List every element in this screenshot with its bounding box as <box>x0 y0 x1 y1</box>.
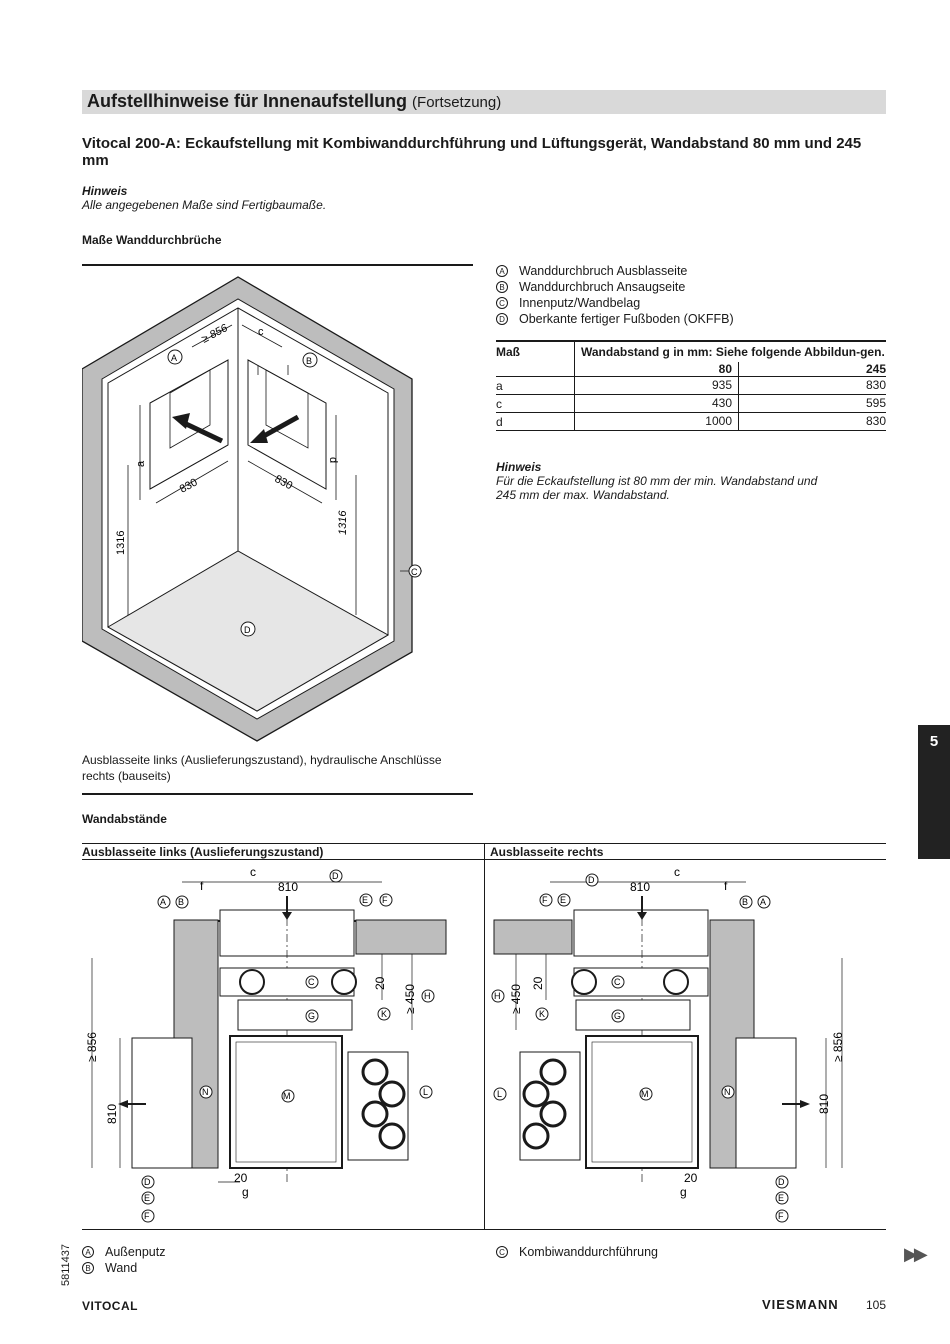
plan-right-title: Ausblasseite rechts <box>490 845 604 859</box>
table-row: a 935 830 <box>496 377 886 395</box>
page-number: 105 <box>866 1298 887 1312</box>
svg-text:D: D <box>332 871 339 881</box>
svg-text:L: L <box>423 1087 428 1097</box>
svg-text:810: 810 <box>105 1104 119 1124</box>
svg-text:D: D <box>144 1177 151 1187</box>
header-bar <box>82 90 886 114</box>
svg-text:D: D <box>778 1177 785 1187</box>
table-row: d 1000 830 <box>496 413 886 431</box>
svg-text:L: L <box>497 1089 502 1099</box>
chapter-tab: 5 <box>918 725 950 859</box>
brand-vitocal: VITOCAL <box>82 1299 138 1313</box>
table-row: c 430 595 <box>496 395 886 413</box>
svg-text:M: M <box>283 1091 291 1101</box>
svg-text:≥ 856: ≥ 856 <box>831 1032 845 1062</box>
note-2: Hinweis Für die Eckaufstellung ist 80 mm… <box>496 460 818 502</box>
svg-text:B: B <box>178 897 184 907</box>
plan-right-drawing: c f 810 ≥ 856 810 20 ≥ 450 20 g B A D F … <box>491 865 845 1223</box>
figure-caption: Ausblasseite links (Auslieferungszustand… <box>82 753 442 783</box>
svg-text:f: f <box>724 879 728 893</box>
svg-text:F: F <box>778 1211 784 1221</box>
divider <box>82 264 473 266</box>
svg-text:E: E <box>778 1193 784 1203</box>
svg-text:g: g <box>680 1185 687 1199</box>
svg-text:F: F <box>382 895 388 905</box>
dim-c: c <box>258 326 264 338</box>
dim-1316-right: 1316 <box>337 510 349 535</box>
svg-text:≥ 856: ≥ 856 <box>85 1032 99 1062</box>
svg-text:H: H <box>424 991 431 1001</box>
label-B: B <box>306 356 312 366</box>
svg-text:20: 20 <box>234 1171 248 1185</box>
dimensions-table: Maß Wandabstand g in mm: Siehe folgende … <box>496 340 886 431</box>
svg-text:E: E <box>144 1193 150 1203</box>
svg-text:N: N <box>202 1087 209 1097</box>
svg-text:20: 20 <box>373 976 387 990</box>
svg-text:c: c <box>674 865 680 879</box>
label-A: A <box>171 353 177 363</box>
section-title: Vitocal 200-A: Eckaufstellung mit Kombiw… <box>82 135 862 169</box>
svg-text:H: H <box>494 991 501 1001</box>
svg-text:F: F <box>542 895 548 905</box>
svg-text:810: 810 <box>630 880 650 894</box>
svg-text:f: f <box>200 879 204 893</box>
page-title: Aufstellhinweise für Innenaufstellung (F… <box>87 91 502 111</box>
svg-text:G: G <box>614 1011 621 1021</box>
viessmann-logo: VIESMANN <box>762 1297 839 1312</box>
svg-text:≥ 450: ≥ 450 <box>403 984 417 1014</box>
svg-text:D: D <box>588 875 595 885</box>
dim-a: a <box>135 460 147 467</box>
note-1: Hinweis Alle angegebenen Maße sind Ferti… <box>82 184 327 212</box>
svg-text:C: C <box>614 977 621 987</box>
label-C: C <box>411 567 418 577</box>
svg-text:20: 20 <box>531 976 545 990</box>
dim-1316-left: 1316 <box>115 531 127 555</box>
svg-text:E: E <box>560 895 566 905</box>
next-page-arrows-icon: ▶▶ <box>904 1244 928 1264</box>
svg-text:810: 810 <box>278 880 298 894</box>
svg-text:K: K <box>381 1009 387 1019</box>
svg-text:M: M <box>641 1089 649 1099</box>
divider <box>82 793 473 795</box>
svg-text:E: E <box>362 895 368 905</box>
dim-d: d <box>327 457 339 463</box>
plan-left-title: Ausblasseite links (Auslieferungszustand… <box>82 845 324 859</box>
svg-text:A: A <box>760 897 766 907</box>
svg-text:A: A <box>160 897 166 907</box>
svg-text:c: c <box>250 865 256 879</box>
wall-distances-title: Wandabstände <box>82 812 167 826</box>
svg-text:810: 810 <box>817 1094 831 1114</box>
svg-text:F: F <box>144 1211 150 1221</box>
plan-left-drawing: c f 810 ≥ 856 810 20 ≥ 450 20 g A B D E … <box>85 865 447 1223</box>
svg-text:≥ 450: ≥ 450 <box>509 984 523 1014</box>
corner-isometric-drawing: ≥ 856 c a d 830 830 1316 1316 A B D C <box>82 276 422 742</box>
wall-openings-title: Maße Wanddurchbrüche <box>82 233 222 247</box>
svg-text:g: g <box>242 1185 249 1199</box>
svg-text:B: B <box>742 897 748 907</box>
doc-number: 5811437 <box>60 1243 72 1286</box>
svg-text:G: G <box>308 1011 315 1021</box>
svg-text:N: N <box>724 1087 731 1097</box>
svg-text:C: C <box>308 977 315 987</box>
label-D: D <box>244 625 251 635</box>
svg-text:20: 20 <box>684 1171 698 1185</box>
svg-text:K: K <box>539 1009 545 1019</box>
